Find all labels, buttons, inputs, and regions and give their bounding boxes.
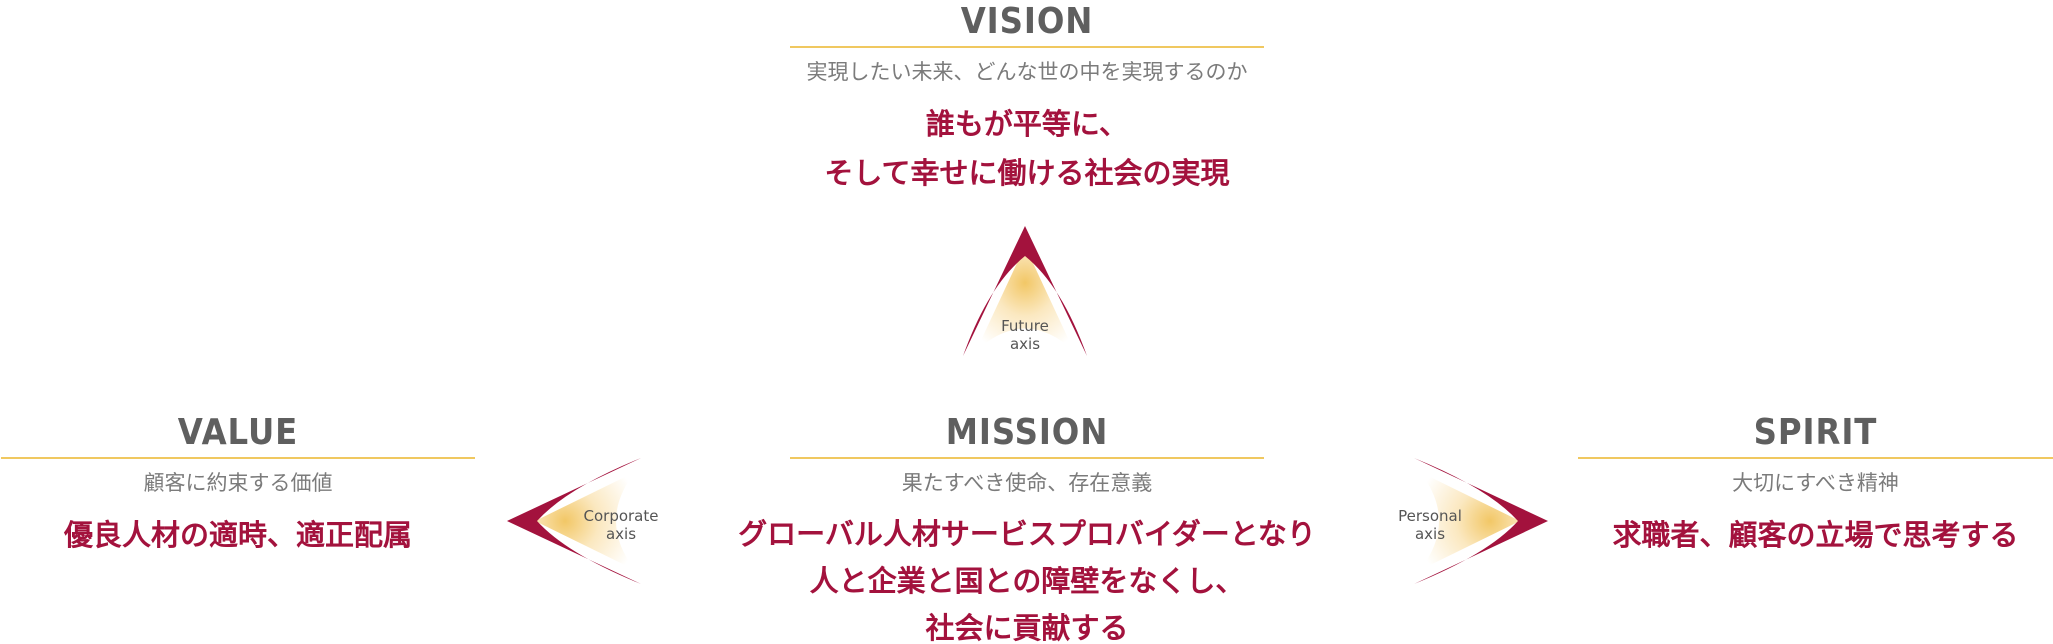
spirit-subtitle: 大切にすべき精神 — [1732, 471, 1899, 495]
value-divider — [1, 457, 475, 459]
spirit-heading: SPIRIT — [1753, 412, 1878, 453]
spirit-divider — [1578, 457, 2053, 459]
personal-axis-label-line1: Personal — [1398, 507, 1462, 525]
value-statement: 優良人材の適時、適正配属 — [0, 511, 476, 560]
personal-axis-arrow — [1414, 458, 1548, 584]
corporate-axis-label-line1: Corporate — [583, 507, 659, 525]
value-statement-line1: 優良人材の適時、適正配属 — [63, 518, 412, 552]
personal-axis-arrow-glow — [1420, 472, 1520, 570]
personal-axis-label: Personal axis — [1380, 507, 1480, 543]
spirit-statement: 求職者、顧客の立場で思考する — [1578, 511, 2053, 560]
future-axis-arrow — [963, 226, 1087, 356]
mission-heading: MISSION — [945, 412, 1109, 453]
spirit-statement-line1: 求職者、顧客の立場で思考する — [1612, 518, 2019, 552]
corporate-axis-arrow-glow — [535, 472, 635, 570]
future-axis-arrow-shape — [963, 226, 1087, 356]
corporate-axis-arrow-shape — [507, 458, 641, 584]
mission-statement: グローバル人材サービスプロバイダーとなり 人と企業と国との障壁をなくし、 社会に… — [690, 511, 1364, 644]
future-axis-arrow-glow — [976, 246, 1074, 351]
vision-statement: 誰もが平等に、 そして幸せに働ける社会の実現 — [790, 100, 1264, 198]
future-axis-label-line2: axis — [1009, 335, 1041, 353]
personal-axis-arrow-shape — [1414, 458, 1548, 584]
corporate-axis-label: Corporate axis — [571, 507, 671, 543]
mission-block: MISSION 果たすべき使命、存在意義 グローバル人材サービスプロバイダーとな… — [690, 411, 1364, 644]
value-subtitle: 顧客に約束する価値 — [143, 471, 333, 495]
vision-divider — [790, 46, 1264, 48]
future-axis-label-line1: Future — [1001, 317, 1049, 335]
vision-heading: VISION — [960, 1, 1094, 42]
mission-subtitle: 果たすべき使命、存在意義 — [901, 471, 1153, 495]
corporate-axis-arrow — [507, 458, 641, 584]
vision-block: VISION 実現したい未来、どんな世の中を実現するのか 誰もが平等に、 そして… — [790, 0, 1264, 198]
mission-statement-line2: 人と企業と国との障壁をなくし、 — [809, 564, 1245, 598]
future-axis-label: Future axis — [975, 317, 1075, 353]
mission-statement-line1: グローバル人材サービスプロバイダーとなり — [738, 517, 1316, 551]
vision-subtitle: 実現したい未来、どんな世の中を実現するのか — [806, 60, 1248, 84]
mission-divider — [790, 457, 1264, 459]
spirit-block: SPIRIT 大切にすべき精神 求職者、顧客の立場で思考する — [1578, 411, 2053, 560]
corporate-axis-label-line2: axis — [605, 525, 637, 543]
vision-statement-line1: 誰もが平等に、 — [925, 107, 1129, 141]
vision-statement-line2: そして幸せに働ける社会の実現 — [824, 156, 1230, 190]
value-block: VALUE 顧客に約束する価値 優良人材の適時、適正配属 — [0, 411, 476, 560]
value-heading: VALUE — [177, 412, 299, 453]
mission-statement-line3: 社会に貢献する — [925, 611, 1129, 644]
personal-axis-label-line2: axis — [1414, 525, 1446, 543]
